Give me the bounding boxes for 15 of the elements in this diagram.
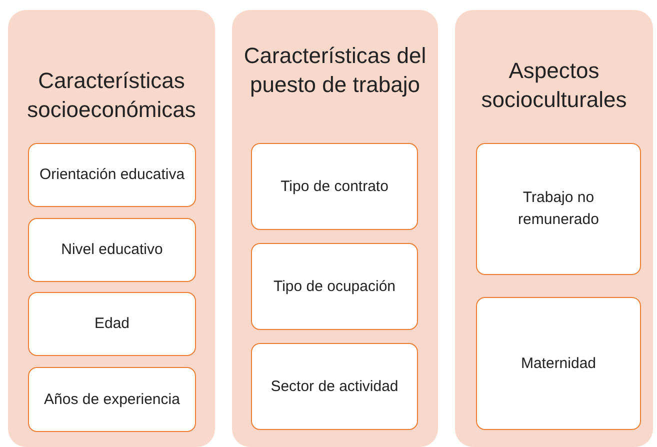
column-heading: Características socioeconómicas [26, 67, 197, 124]
column-heading: Características del puesto de trabajo [242, 42, 428, 99]
category-box: Edad [28, 292, 196, 356]
category-box: Sector de actividad [251, 343, 418, 430]
category-box: Trabajo no remunerado [476, 143, 641, 275]
category-box: Tipo de contrato [251, 143, 418, 230]
category-box: Maternidad [476, 297, 641, 430]
category-box: Orientación educativa [28, 143, 196, 207]
column-panel [455, 10, 653, 447]
category-box: Tipo de ocupación [251, 243, 418, 330]
column-panel [232, 10, 438, 447]
category-box: Nivel educativo [28, 218, 196, 282]
column-heading: Aspectos socioculturales [480, 57, 628, 114]
column-panel [8, 10, 215, 447]
category-box: Años de experiencia [28, 367, 196, 432]
